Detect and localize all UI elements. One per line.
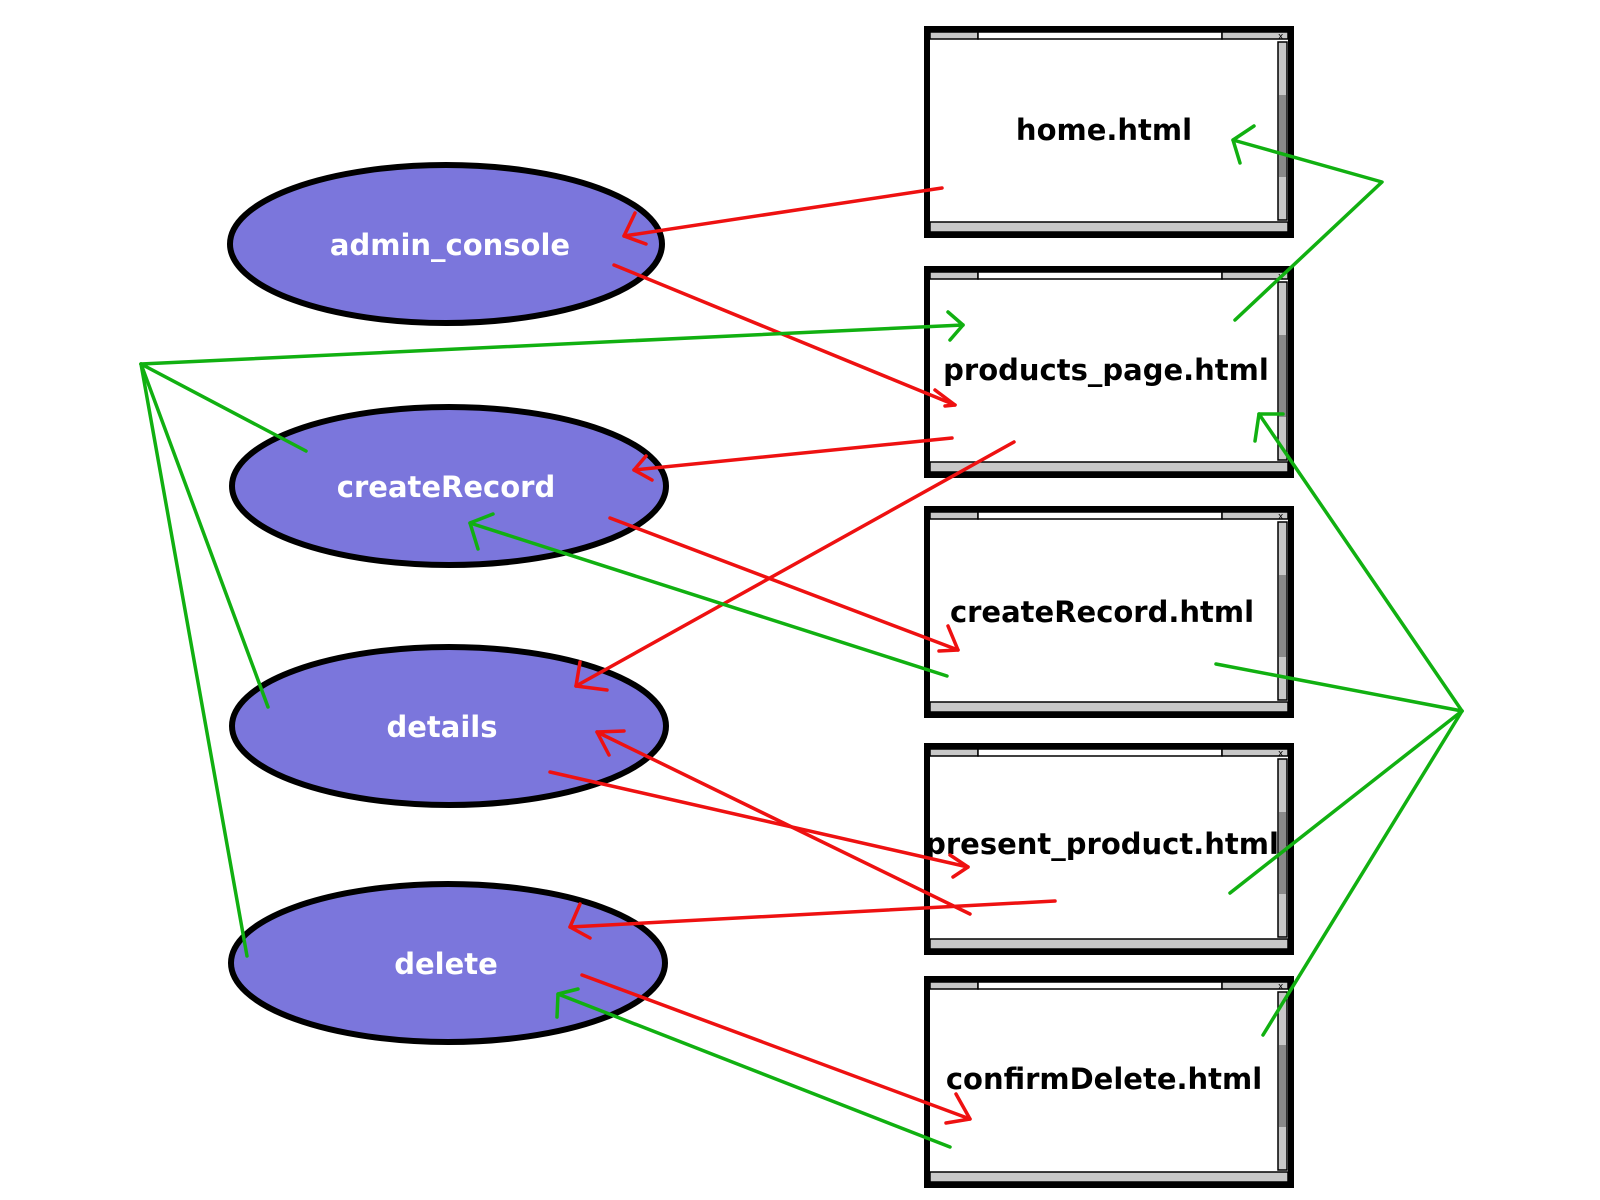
green-arrow-products-to-home [1231,124,1384,322]
node-create-record-label: createRecord [337,470,555,504]
node-create-record[interactable]: createRecord [229,404,669,568]
page-confirm-delete-window[interactable]: x confirmDelete.html [924,976,1294,1188]
page-home-window[interactable]: x home.html [924,26,1294,238]
page-confirm-delete-label: confirmDelete.html [946,1062,1262,1096]
close-icon[interactable]: x [1278,512,1284,522]
red-arrow-products-to-details [574,440,1016,692]
node-details[interactable]: details [229,644,669,808]
red-arrow-home-to-admin [622,186,944,246]
green-arrow-confirm-delete-to-node [555,987,952,1149]
node-admin-console[interactable]: admin_console [227,162,665,326]
node-delete-label: delete [394,947,498,981]
green-arrow-nodes-to-products [139,310,965,958]
page-present-product-label: present_product.html [925,827,1279,861]
node-delete[interactable]: delete [228,881,668,1045]
page-products-window[interactable]: x products_page.html [924,266,1294,478]
red-arrow-products-to-create-record [632,436,954,482]
close-icon[interactable]: x [1278,32,1284,42]
node-admin-console-label: admin_console [330,228,570,262]
close-icon[interactable]: x [1278,982,1284,992]
page-products-label: products_page.html [943,353,1269,387]
green-arrow-create-record-page-to-node [468,512,949,678]
red-arrow-delete-to-confirm-delete [580,973,972,1125]
red-arrow-create-record-to-page [608,516,960,653]
page-create-record-window[interactable]: x createRecord.html [924,506,1294,718]
red-arrow-present-product-to-delete [568,899,1057,940]
node-details-label: details [386,710,497,744]
page-home-label: home.html [1016,113,1192,147]
page-present-product-window[interactable]: x present_product.html [924,743,1294,955]
red-arrow-present-product-to-details [595,729,972,916]
page-create-record-label: createRecord.html [950,595,1254,629]
green-arrow-pages-to-products [1214,412,1464,1037]
red-arrow-admin-to-products [612,263,957,408]
close-icon[interactable]: x [1278,749,1284,759]
red-arrow-details-to-present-product [548,770,970,879]
